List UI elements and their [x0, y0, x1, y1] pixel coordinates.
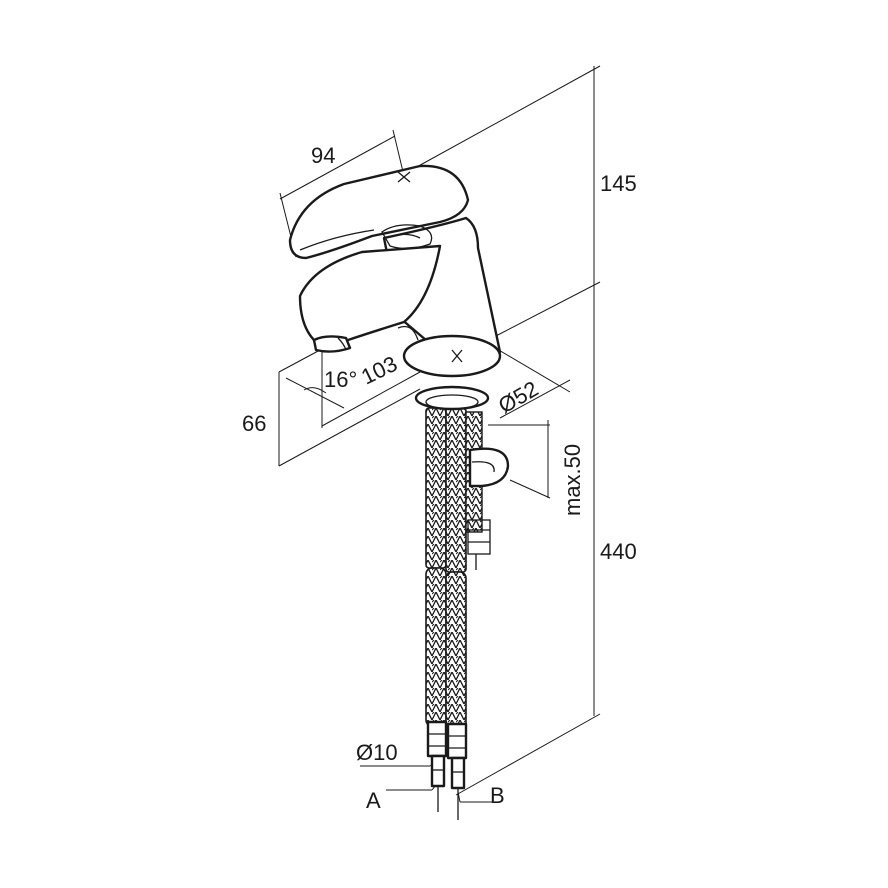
hose-a-upper [425, 407, 447, 569]
hose-fitting-a [426, 720, 448, 812]
hose-fitting-b [446, 722, 468, 820]
label-base-diameter: Ø52 [494, 376, 543, 418]
supply-hoses [425, 407, 510, 820]
label-hose-diameter: Ø10 [356, 740, 398, 765]
hose-b-upper [445, 407, 467, 573]
label-connection-a: A [366, 788, 381, 813]
label-max-deck: max.50 [560, 444, 585, 516]
label-angle: 16° [324, 367, 357, 392]
label-height-top: 145 [600, 171, 637, 196]
faucet-body [288, 164, 502, 411]
label-lever-length: 94 [311, 143, 335, 168]
label-connection-b: B [490, 783, 505, 808]
label-hose-length: 440 [600, 539, 637, 564]
label-spout-height: 66 [242, 411, 266, 436]
hose-a-lower [425, 567, 447, 727]
label-spout-reach: 103 [357, 351, 401, 390]
hose-b-lower [445, 571, 467, 731]
